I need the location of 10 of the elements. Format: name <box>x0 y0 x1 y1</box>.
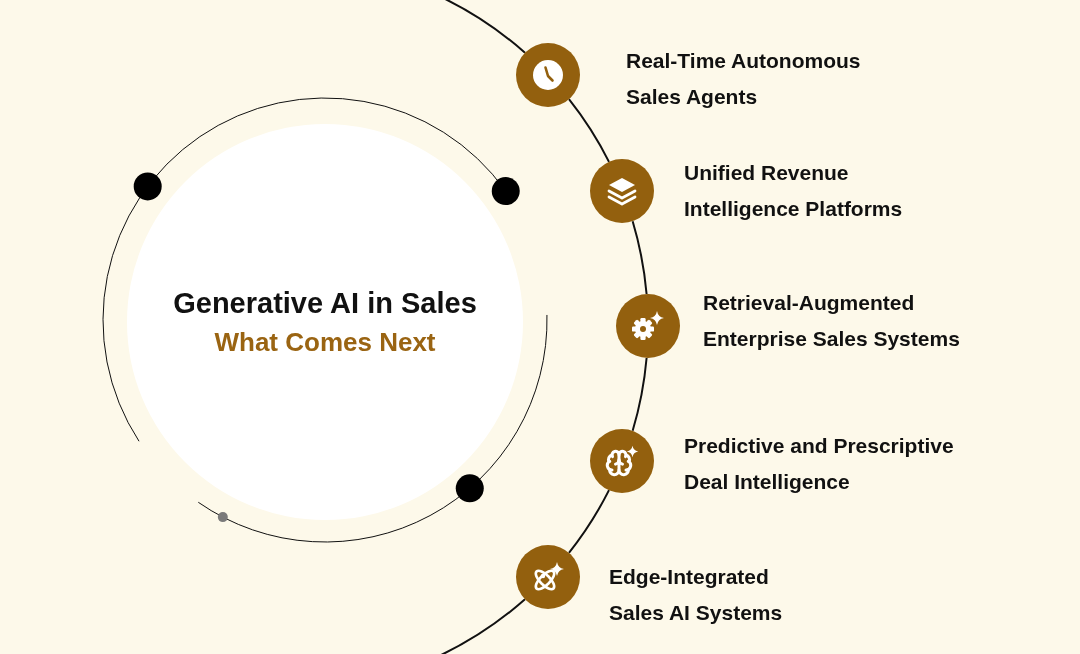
connector-line <box>631 220 648 296</box>
item-title: Unified Revenue Intelligence Platforms <box>684 160 904 222</box>
item-title: Edge-Integrated Sales AI Systems <box>609 564 784 626</box>
atom-icon <box>515 545 580 609</box>
item-title: Real-Time Autonomous Sales Agents <box>626 48 862 110</box>
item-title: Retrieval-Augmented Enterprise Sales Systems <box>703 290 961 352</box>
connector-line <box>631 356 648 432</box>
connector-line <box>567 489 610 554</box>
connector-line <box>567 98 610 163</box>
item-title: Predictive and Prescriptive Deal Intelligence <box>684 433 955 495</box>
